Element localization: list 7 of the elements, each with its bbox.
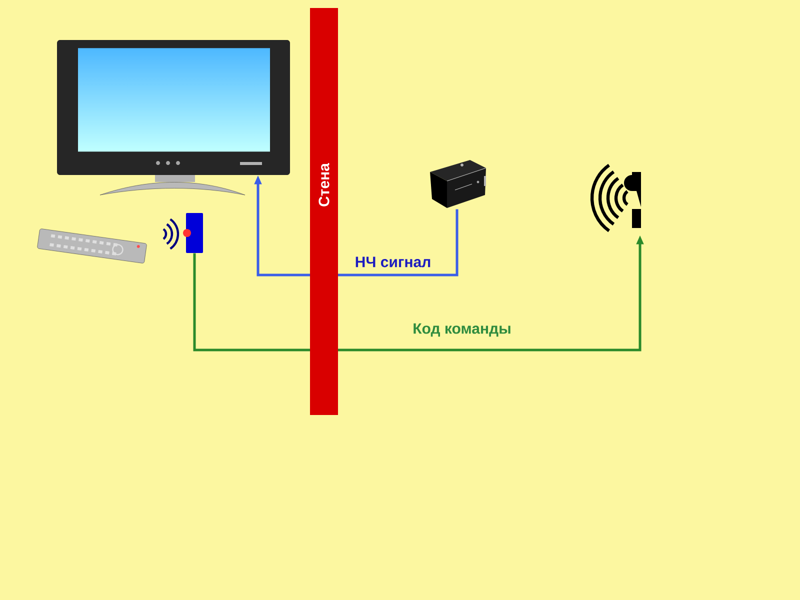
wall-label: Стена	[318, 162, 330, 206]
edge-label: НЧ сигнал	[354, 256, 432, 268]
edge-label: Код команды	[412, 322, 512, 338]
media-player-drawing	[430, 160, 486, 208]
tv-drawing	[57, 40, 290, 196]
ir-emitter-drawing	[624, 172, 641, 228]
ir-receiver-box	[183, 213, 203, 253]
